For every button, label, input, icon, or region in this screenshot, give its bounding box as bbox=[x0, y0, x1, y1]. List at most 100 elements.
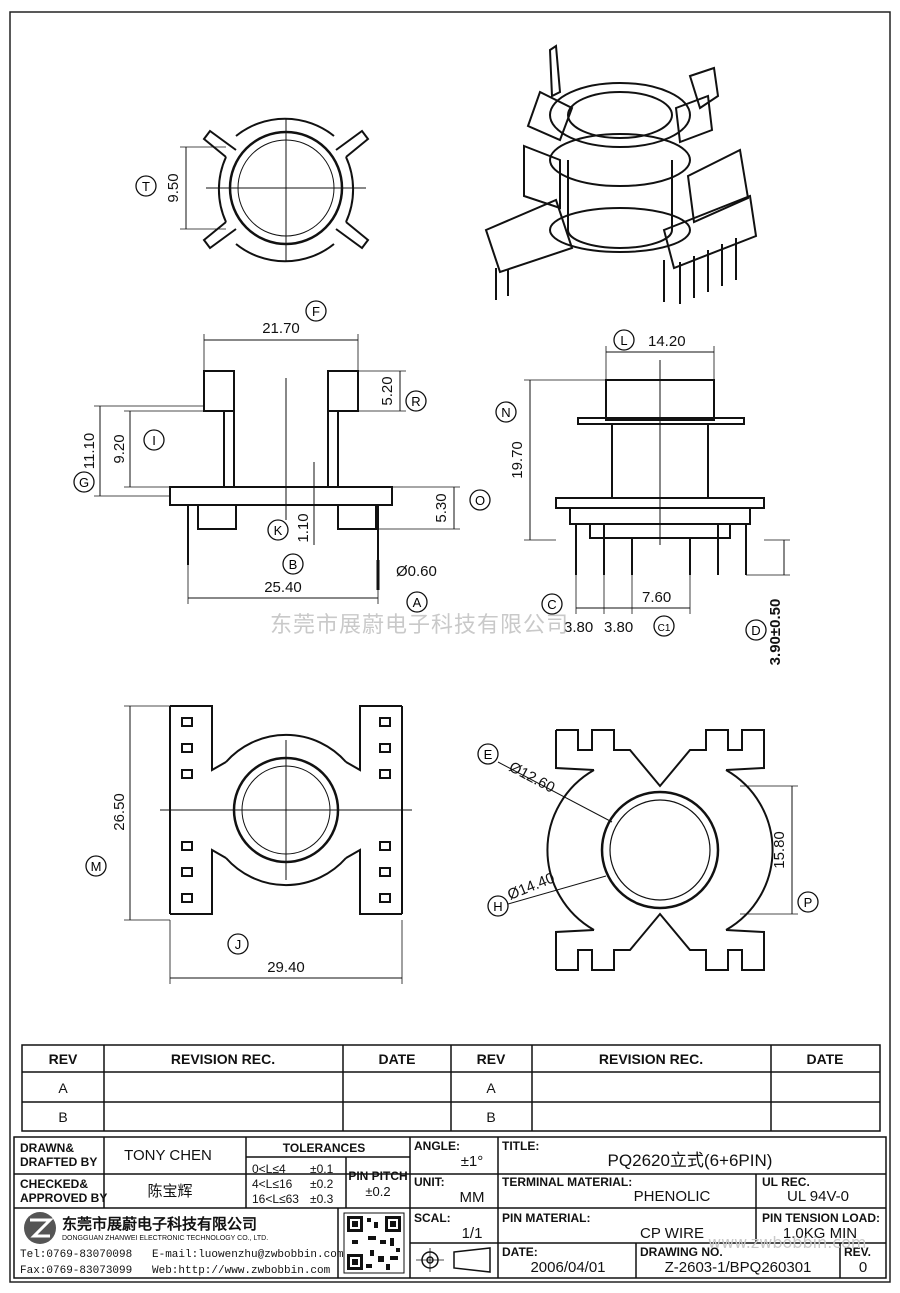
pin-tension-label: PIN TENSION LOAD: bbox=[762, 1211, 880, 1225]
approved-by: 陈宝辉 bbox=[147, 1182, 192, 1200]
projection-symbol-icon bbox=[416, 1247, 491, 1273]
svg-text:N: N bbox=[501, 405, 510, 420]
rev-row-b-1: B bbox=[58, 1109, 67, 1125]
svg-text:R: R bbox=[411, 394, 420, 409]
date-header-1: DATE bbox=[378, 1051, 415, 1067]
drafted-label: DRAFTED BY bbox=[20, 1155, 97, 1169]
svg-text:D: D bbox=[751, 623, 760, 638]
dim-G: 11.10 bbox=[81, 433, 98, 469]
terminal-material: PHENOLIC bbox=[634, 1188, 711, 1205]
side-view bbox=[524, 346, 790, 614]
callout-H: H bbox=[487, 895, 509, 917]
pin-tension: 1.0KG MIN bbox=[783, 1225, 857, 1242]
tol-range-2: 4<L≤16 bbox=[252, 1177, 293, 1191]
rev-header-1: REV bbox=[49, 1051, 78, 1067]
svg-text:F: F bbox=[312, 304, 320, 319]
tol-range-1: 0<L≤4 bbox=[252, 1162, 286, 1176]
svg-text:G: G bbox=[79, 475, 89, 490]
drawing-no-label: DRAWING NO. bbox=[640, 1245, 723, 1259]
revision-table: REV REVISION REC. DATE REV REVISION REC.… bbox=[21, 1044, 881, 1132]
company-logo bbox=[24, 1212, 56, 1244]
dim-N: 19.70 bbox=[509, 441, 526, 479]
checked-label: CHECKED& bbox=[20, 1177, 88, 1191]
dim-E: Ø12.60 bbox=[506, 759, 557, 797]
svg-text:A: A bbox=[413, 595, 422, 610]
callout-O: O bbox=[469, 489, 491, 511]
dim-C-total: 7.60 bbox=[642, 589, 671, 606]
dim-I: 9.20 bbox=[111, 434, 128, 463]
callout-C: C bbox=[541, 593, 563, 615]
pin-material: CP WIRE bbox=[640, 1225, 704, 1242]
rev-label: REV. bbox=[844, 1245, 871, 1259]
callout-D: D bbox=[745, 619, 767, 641]
svg-text:K: K bbox=[274, 523, 283, 538]
dim-H: Ø14.40 bbox=[505, 870, 557, 904]
unit: MM bbox=[460, 1189, 485, 1206]
callout-G: G bbox=[73, 471, 95, 493]
callout-E: E bbox=[477, 743, 499, 765]
revision-rec-header-2: REVISION REC. bbox=[599, 1051, 703, 1067]
company-name-cn: 东莞市展蔚电子科技有限公司 bbox=[62, 1215, 257, 1233]
bottom-view bbox=[124, 705, 412, 984]
approved-label: APPROVED BY bbox=[20, 1191, 107, 1205]
dim-D: 3.90±0.50 bbox=[767, 599, 784, 666]
rev-number: 0 bbox=[859, 1259, 867, 1276]
dim-J: 29.40 bbox=[267, 959, 305, 976]
date-header-2: DATE bbox=[806, 1051, 843, 1067]
tolerances-label: TOLERANCES bbox=[283, 1141, 365, 1155]
svg-text:B: B bbox=[289, 557, 298, 572]
scale-label: SCAL: bbox=[414, 1211, 451, 1225]
drawn-label: DRAWN& bbox=[20, 1141, 74, 1155]
callout-I: I bbox=[143, 429, 165, 451]
callout-F: F bbox=[305, 300, 327, 322]
svg-text:P: P bbox=[804, 895, 813, 910]
svg-text:M: M bbox=[91, 859, 102, 874]
company-email: E-mail:luowenzhu@zwbobbin.com bbox=[152, 1249, 344, 1261]
callout-L: L bbox=[613, 329, 635, 351]
terminal-material-label: TERMINAL MATERIAL: bbox=[502, 1175, 632, 1189]
callout-J: J bbox=[227, 933, 249, 955]
callout-T: T bbox=[135, 175, 157, 197]
callout-A: A bbox=[406, 591, 428, 613]
callout-C1: C1 bbox=[653, 615, 675, 637]
title-label: TITLE: bbox=[502, 1139, 539, 1153]
rev-row-a-1: A bbox=[58, 1080, 68, 1096]
dim-C: 3.80 bbox=[564, 619, 593, 636]
rev-row-a-2: A bbox=[486, 1080, 496, 1096]
angle: ±1° bbox=[461, 1153, 484, 1170]
svg-text:C: C bbox=[547, 597, 556, 612]
dim-F: 21.70 bbox=[262, 320, 300, 337]
front-view bbox=[94, 334, 460, 604]
scale: 1/1 bbox=[462, 1225, 483, 1242]
callout-R: R bbox=[405, 390, 427, 412]
revision-rec-header-1: REVISION REC. bbox=[171, 1051, 275, 1067]
unit-label: UNIT: bbox=[414, 1175, 445, 1189]
svg-text:E: E bbox=[484, 747, 493, 762]
dim-B: 25.40 bbox=[264, 579, 302, 596]
dimension-labels: 9.50 21.70 5.20 11.10 9.20 5.30 1.10 25.… bbox=[81, 173, 788, 976]
svg-text:T: T bbox=[142, 179, 150, 194]
ul-rec-label: UL REC. bbox=[762, 1175, 810, 1189]
qr-code bbox=[343, 1212, 405, 1274]
dim-O: 5.30 bbox=[433, 493, 450, 522]
isometric-view bbox=[484, 44, 758, 304]
dim-P: 15.80 bbox=[771, 831, 788, 869]
dim-M: 26.50 bbox=[111, 793, 128, 831]
rev-row-b-2: B bbox=[486, 1109, 495, 1125]
svg-text:H: H bbox=[493, 899, 502, 914]
sheet-frame bbox=[9, 11, 891, 1283]
tol-value-2: ±0.2 bbox=[310, 1177, 334, 1191]
pin-pitch-label: PIN PITCH bbox=[348, 1169, 407, 1183]
callout-M: M bbox=[85, 855, 107, 877]
ul-rec: UL 94V-0 bbox=[787, 1188, 849, 1205]
rev-header-2: REV bbox=[477, 1051, 506, 1067]
watermark-company: 东莞市展蔚电子科技有限公司 bbox=[270, 613, 570, 638]
company-web: Web:http://www.zwbobbin.com bbox=[152, 1265, 331, 1277]
drawing-no: Z-2603-1/BPQ260301 bbox=[665, 1259, 812, 1276]
company-fax: Fax:0769-83073099 bbox=[20, 1265, 132, 1277]
title-block: DRAWN& DRAFTED BY TONY CHEN CHECKED& APP… bbox=[13, 1136, 887, 1279]
callout-B: B bbox=[282, 553, 304, 575]
drawing-title: PQ2620立式(6+6PIN) bbox=[608, 1151, 773, 1170]
pin-material-label: PIN MATERIAL: bbox=[502, 1211, 590, 1225]
